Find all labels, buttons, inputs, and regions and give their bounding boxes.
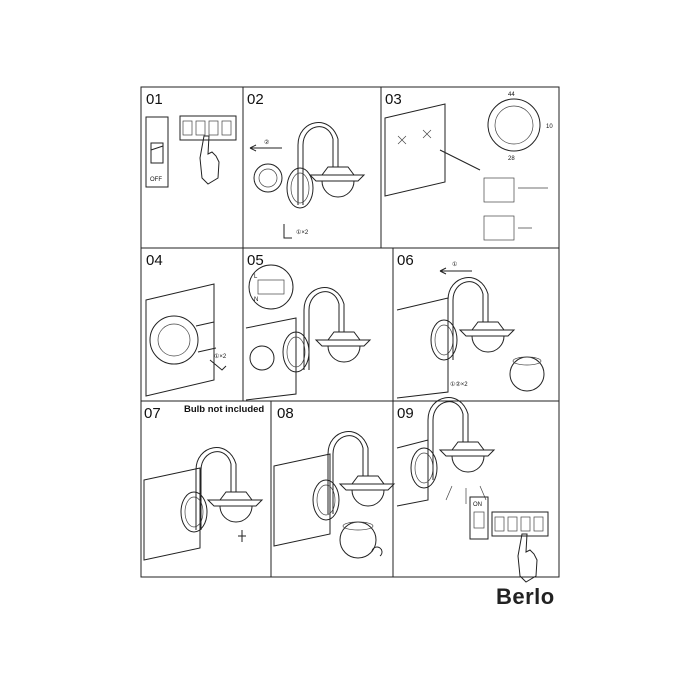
drill-marks (397, 129, 432, 145)
screw-icon (195, 321, 217, 353)
bulb-note: Bulb not included (184, 404, 264, 415)
mount-base (149, 315, 199, 365)
arrow-label: ② (264, 139, 269, 146)
wall-panel (396, 297, 449, 399)
screw-icon (238, 530, 246, 542)
brand-title: Berlo (496, 584, 555, 609)
step-number: 02 (247, 91, 264, 108)
hand-icon (199, 135, 220, 185)
wall-panel (143, 467, 201, 561)
step-03: 03 44 28 10 (384, 91, 553, 241)
step-number: 07 (144, 405, 161, 422)
terminal-detail (248, 264, 294, 310)
mount-base (249, 345, 275, 371)
step-05: 05 L N (245, 252, 371, 401)
rotate-icon (371, 546, 383, 557)
lamp-illustration (195, 447, 263, 531)
wall-plug-a (483, 177, 515, 203)
dim-bottom: 28 (508, 156, 515, 162)
wall-panel (396, 439, 429, 507)
step-09: 09 ON (396, 397, 549, 583)
wall-plate (286, 167, 314, 209)
drill-icon (439, 149, 481, 171)
step-number: 04 (146, 252, 163, 269)
glass-globe (339, 521, 377, 559)
step-01: 01 OFF (145, 91, 237, 188)
step-number: 03 (385, 91, 402, 108)
switch-label: ON (473, 502, 482, 508)
step-number: 01 (146, 91, 163, 108)
wall-panel (245, 317, 297, 401)
hex-key-icon (209, 359, 227, 371)
step-02: 02 ② ①×2 (247, 91, 365, 239)
step-number: 08 (277, 405, 294, 422)
switch-label: OFF (150, 177, 162, 183)
wall-panel (145, 283, 215, 397)
step-06: 06 ① ①②×2 (396, 252, 545, 399)
dim-top: 44 (508, 92, 515, 98)
lamp-illustration (297, 122, 365, 206)
step-07: 07 Bulb not included (143, 404, 264, 561)
screw-count: ①×2 (214, 353, 227, 360)
arrow-icon (249, 144, 282, 152)
template-circle (487, 98, 541, 152)
step-08: 08 (273, 405, 395, 559)
glass-globe (509, 356, 545, 392)
step-number: 06 (397, 252, 414, 269)
screw-count: ①②×2 (450, 381, 468, 388)
light-rays (445, 485, 487, 504)
wall-plate (180, 491, 208, 533)
arrow-label: ① (452, 261, 457, 268)
lamp-illustration (303, 287, 371, 371)
hex-key-icon (283, 224, 292, 239)
switch-box (469, 496, 489, 540)
step-number: 05 (247, 252, 264, 269)
lamp-illustration (327, 431, 395, 515)
arrow-icon (439, 267, 472, 275)
terminal-l: L (254, 274, 258, 280)
terminal-n: N (254, 297, 258, 303)
dim-side: 10 (546, 124, 553, 130)
wall-panel (384, 103, 446, 197)
grid-frame (140, 86, 560, 578)
wall-plate (312, 479, 340, 521)
switch-box (145, 116, 169, 188)
lamp-illustration (427, 397, 495, 481)
mount-base (253, 163, 283, 193)
lamp-illustration (447, 277, 515, 361)
breaker-panel (491, 511, 549, 537)
wall-panel (273, 453, 331, 547)
step-04: 04 ①×2 (145, 252, 227, 397)
wall-plug-b (483, 215, 515, 241)
hand-icon (517, 533, 538, 583)
screw-count: ①×2 (296, 229, 309, 236)
step-number: 09 (397, 405, 414, 422)
